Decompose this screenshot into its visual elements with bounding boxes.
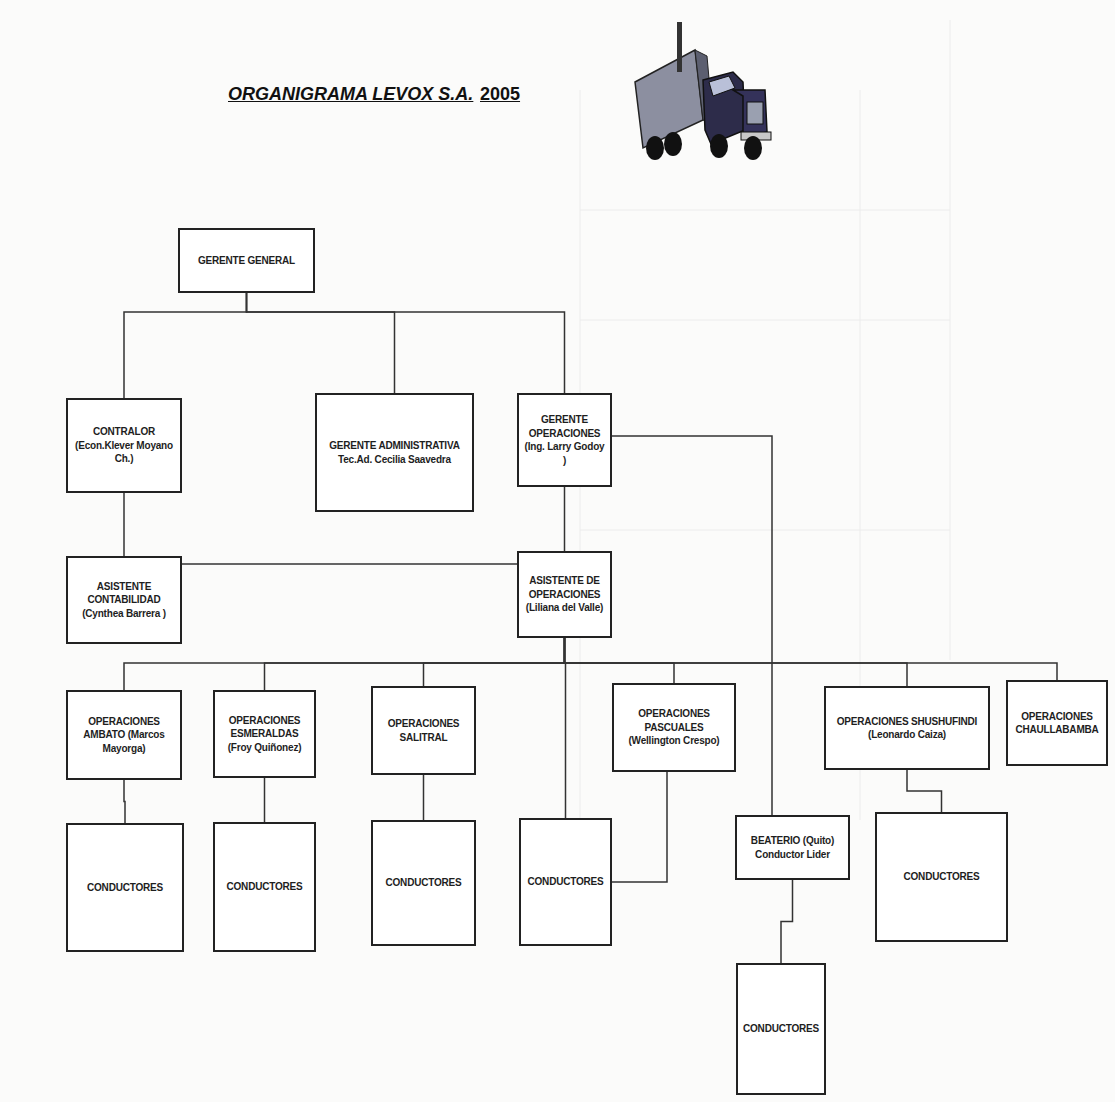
- org-box: GERENTE OPERACIONES(Ing. Larry Godoy ): [517, 393, 612, 487]
- grille: [747, 102, 763, 124]
- box-text: CONDUCTORES: [904, 870, 980, 884]
- org-box: CONDUCTORES: [213, 822, 316, 952]
- chart-title: ORGANIGRAMA LEVOX S.A.: [228, 84, 473, 105]
- box-text: ASISTENTE CONTABILIDAD (Cynthea Barrera …: [73, 580, 175, 621]
- org-connector: [247, 293, 565, 393]
- box-text: (Liliana del Valle): [526, 601, 603, 615]
- box-text: GERENTE GENERAL: [198, 254, 295, 268]
- year-label: 2005: [480, 84, 520, 105]
- box-text: GERENTE ADMINISTRATIVA: [329, 439, 459, 453]
- org-box: ASISTENTE DE OPERACIONES(Liliana del Val…: [517, 551, 612, 638]
- org-box: CONDUCTORES: [519, 818, 612, 946]
- box-text: OPERACIONES SHUSHUFINDI: [837, 715, 977, 729]
- org-connector: [781, 880, 793, 963]
- hood: [733, 90, 767, 138]
- box-text: CONDUCTORES: [87, 881, 163, 895]
- box-text: ASISTENTE DE OPERACIONES: [524, 574, 605, 601]
- org-box: OPERACIONES PASCUALES (Wellington Crespo…: [612, 683, 736, 772]
- org-connector: [907, 770, 942, 812]
- box-text: CONDUCTORES: [386, 876, 462, 890]
- org-box: GERENTE GENERAL: [178, 228, 315, 293]
- box-text: CONDUCTORES: [227, 880, 303, 894]
- box-text: CONDUCTORES: [743, 1022, 819, 1036]
- org-connector: [247, 293, 395, 393]
- org-box: ASISTENTE CONTABILIDAD (Cynthea Barrera …: [66, 556, 182, 644]
- box-text: OPERACIONES AMBATO (Marcos Mayorga): [73, 715, 175, 756]
- org-box: OPERACIONES CHAULLABAMBA: [1006, 680, 1108, 766]
- grid-line: [580, 210, 950, 211]
- box-text: GERENTE OPERACIONES: [524, 413, 605, 440]
- wheel: [710, 134, 728, 158]
- org-box: OPERACIONES AMBATO (Marcos Mayorga): [66, 690, 182, 780]
- org-connector: [182, 563, 517, 565]
- box-text: (Leonardo Caiza): [868, 728, 946, 742]
- org-connector: [123, 493, 125, 556]
- box-text: (Econ.Klever Moyano Ch.): [73, 439, 175, 466]
- org-box: OPERACIONES ESMERALDAS(Froy Quiñonez): [213, 690, 316, 778]
- org-connector: [564, 487, 566, 551]
- box-text: (Froy Quiñonez): [228, 741, 302, 755]
- org-box: CONDUCTORES: [66, 823, 184, 952]
- box-text: BEATERIO (Quito) Conductor Lider: [742, 834, 843, 861]
- org-connector: [565, 638, 675, 683]
- org-connector: [565, 638, 566, 818]
- box-text: OPERACIONES CHAULLABAMBA: [1013, 710, 1101, 737]
- box-text: Tec.Ad. Cecilia Saavedra: [338, 453, 451, 467]
- cab: [703, 72, 745, 144]
- exhaust-stack: [677, 22, 682, 72]
- org-box: GERENTE ADMINISTRATIVATec.Ad. Cecilia Sa…: [315, 393, 474, 512]
- org-box: CONDUCTORES: [736, 963, 826, 1095]
- org-box: OPERACIONES SALITRAL: [371, 686, 476, 775]
- org-box: CONTRALOR(Econ.Klever Moyano Ch.): [66, 398, 182, 493]
- box-text: OPERACIONES PASCUALES (Wellington Crespo…: [619, 707, 729, 748]
- org-connector: [423, 775, 425, 820]
- box-text: CONTRALOR: [93, 425, 155, 439]
- org-box: BEATERIO (Quito) Conductor Lider: [735, 815, 850, 880]
- grid-line: [950, 20, 951, 660]
- org-connector: [124, 638, 565, 690]
- org-connector: [612, 772, 667, 882]
- wheel: [646, 136, 664, 160]
- truck-illustration: [625, 20, 775, 180]
- org-connector: [265, 638, 565, 690]
- org-connector: [124, 780, 125, 823]
- org-connector: [124, 293, 247, 398]
- grid-line: [580, 530, 950, 531]
- box-text: OPERACIONES SALITRAL: [378, 717, 469, 744]
- org-connector: [612, 436, 772, 815]
- grid-line: [580, 320, 950, 321]
- org-connector: [264, 778, 266, 822]
- org-connector: [565, 638, 908, 686]
- wheel: [744, 136, 762, 160]
- box-text: OPERACIONES ESMERALDAS: [220, 714, 309, 741]
- org-box: CONDUCTORES: [371, 820, 476, 946]
- windshield: [709, 76, 735, 96]
- org-box: OPERACIONES SHUSHUFINDI(Leonardo Caiza): [824, 686, 990, 770]
- org-connector: [565, 638, 1058, 680]
- wheel: [664, 132, 682, 156]
- box-text: CONDUCTORES: [528, 875, 604, 889]
- org-connector: [424, 638, 565, 686]
- box-text: (Ing. Larry Godoy ): [524, 440, 605, 467]
- org-box: CONDUCTORES: [875, 812, 1008, 942]
